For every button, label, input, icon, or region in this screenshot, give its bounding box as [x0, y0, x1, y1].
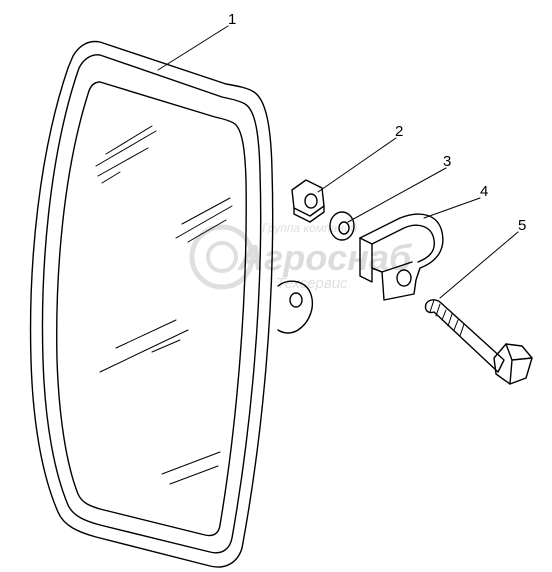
- watermark-line3: Техсервис: [276, 275, 348, 292]
- callout-4: 4: [480, 183, 488, 200]
- callout-1: 1: [228, 11, 236, 28]
- bolt: [424, 299, 533, 385]
- callout-5: 5: [518, 217, 526, 234]
- watermark-line1: Группа компаний: [262, 221, 358, 235]
- clamp: [359, 213, 444, 301]
- mirror: [29, 40, 314, 568]
- mirror-frame-inner-1: [41, 54, 262, 554]
- watermark-line2: Агроснаб: [237, 237, 413, 278]
- glass-reflections: [95, 125, 233, 485]
- mirror-mount-hole: [289, 292, 303, 308]
- washer: [329, 211, 355, 241]
- leader-lines: [157, 25, 519, 299]
- callout-3: 3: [443, 153, 451, 170]
- mirror-mount-boss: [277, 280, 314, 334]
- watermark: Группа компаний Агроснаб Техсервис: [189, 221, 413, 292]
- mirror-frame-outer: [29, 40, 274, 568]
- callout-2: 2: [395, 123, 403, 140]
- hex-nut: [291, 179, 325, 223]
- mirror-glass-edge: [56, 81, 247, 537]
